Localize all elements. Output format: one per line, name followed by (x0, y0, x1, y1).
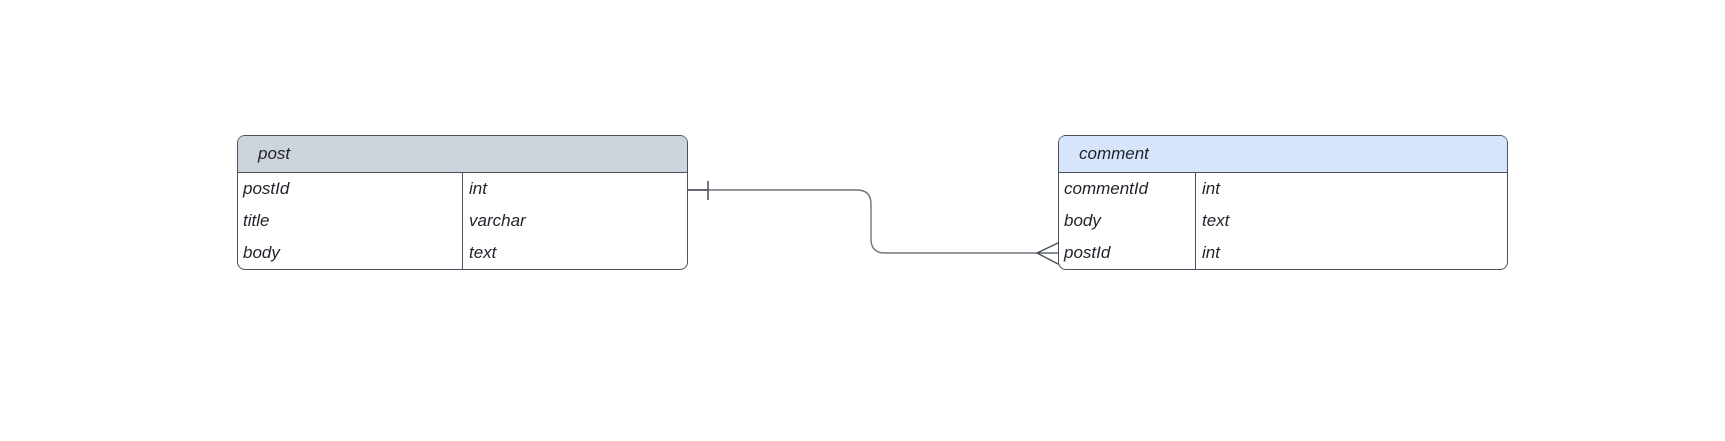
field-name-cell: postId (243, 178, 290, 198)
entity-post-header[interactable]: post (238, 136, 687, 173)
field-type-cell: text (1202, 210, 1230, 230)
field-row[interactable]: body text (1059, 205, 1507, 237)
field-row[interactable]: postId int (238, 173, 687, 205)
field-row[interactable]: commentId int (1059, 173, 1507, 205)
many-cardinality-crowsfoot-marker (1036, 242, 1059, 265)
one-cardinality-marker (688, 181, 709, 200)
field-type-cell: int (1202, 178, 1220, 198)
entity-comment-header[interactable]: comment (1059, 136, 1507, 173)
field-row[interactable]: postId int (1059, 237, 1507, 269)
field-type-cell: varchar (469, 210, 526, 230)
field-type-cell: text (469, 242, 497, 262)
field-row[interactable]: title varchar (238, 205, 687, 237)
field-row[interactable]: body text (238, 237, 687, 269)
entity-post-fields: postId int title varchar body text (238, 172, 687, 269)
entity-comment-fields: commentId int body text postId int (1059, 172, 1507, 269)
field-name-cell: body (1064, 210, 1101, 230)
entity-post-title: post (258, 143, 291, 163)
relationship-edge[interactable] (688, 189, 1037, 254)
entity-comment[interactable]: comment commentId int body text postId i… (1058, 135, 1508, 270)
field-name-cell: body (243, 242, 280, 262)
column-divider (462, 172, 463, 269)
entity-comment-title: comment (1079, 143, 1149, 163)
field-type-cell: int (1202, 242, 1220, 262)
entity-post[interactable]: post postId int title varchar body text (237, 135, 688, 270)
field-name-cell: commentId (1064, 178, 1149, 198)
field-name-cell: postId (1064, 242, 1111, 262)
field-name-cell: title (243, 210, 270, 230)
field-type-cell: int (469, 178, 487, 198)
column-divider (1195, 172, 1196, 269)
